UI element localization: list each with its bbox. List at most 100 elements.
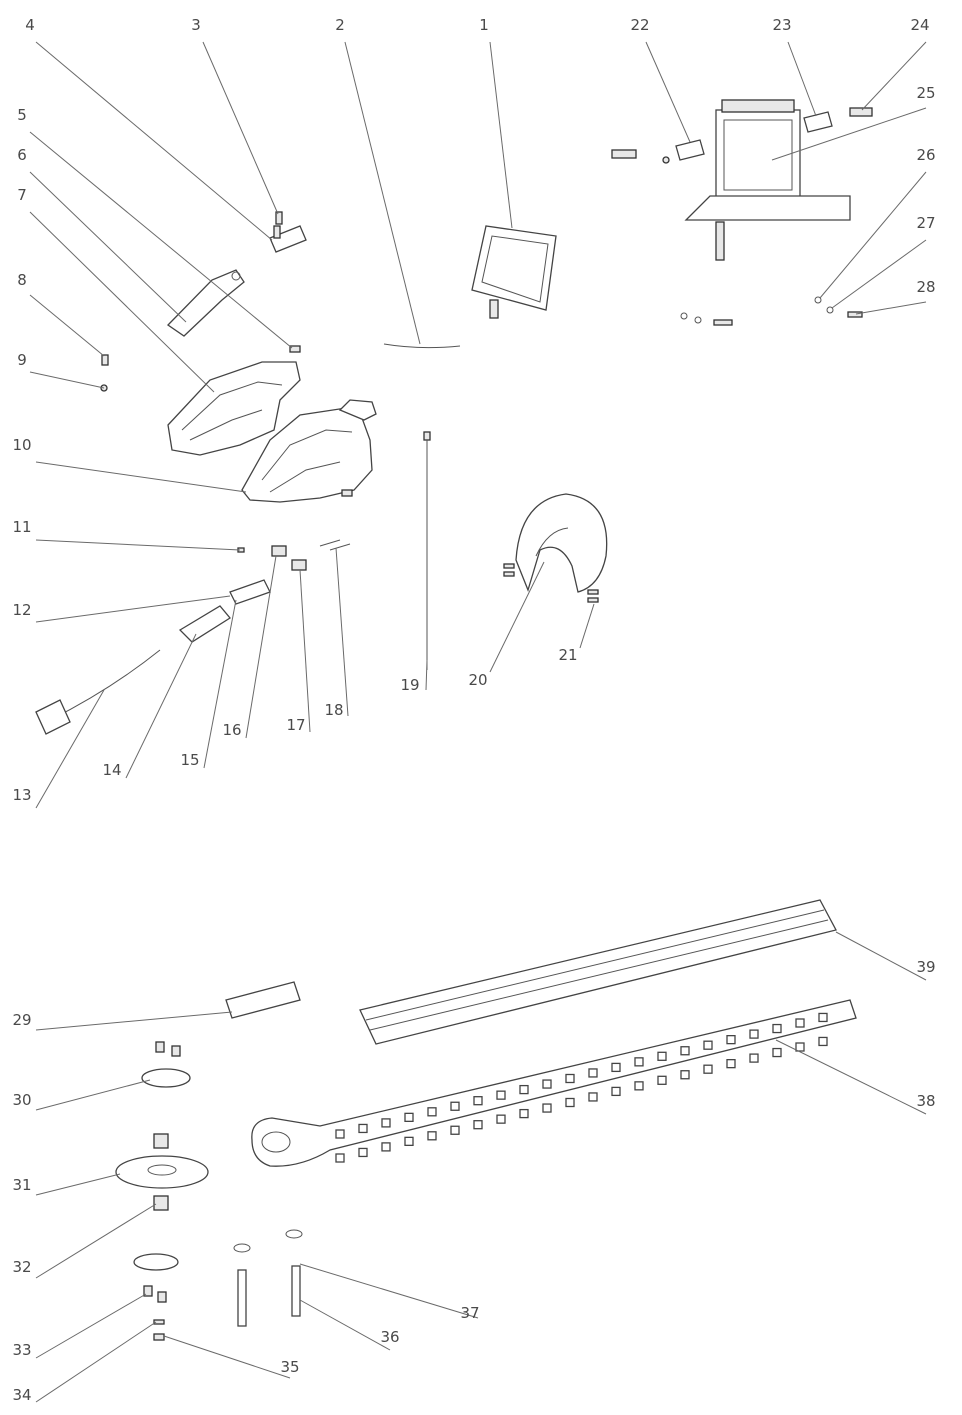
part-33-plate-screws bbox=[133, 1253, 179, 1303]
blade-tooth bbox=[519, 1084, 529, 1095]
part-28-screw bbox=[847, 311, 863, 318]
leader-line-14 bbox=[125, 633, 197, 779]
leader-line-32 bbox=[35, 1203, 157, 1279]
motor-small-fasteners bbox=[680, 312, 733, 326]
part-label-27: 27 bbox=[916, 214, 935, 232]
leader-line-29 bbox=[35, 1011, 233, 1031]
part-label-21: 21 bbox=[558, 646, 577, 664]
blade-tooth bbox=[565, 1097, 575, 1108]
leader-line-39 bbox=[835, 931, 927, 981]
part-34-35-fasteners bbox=[153, 1319, 165, 1341]
part-24-brush bbox=[849, 107, 873, 117]
leader-line-23 bbox=[787, 41, 817, 117]
blade-tooth bbox=[588, 1068, 598, 1078]
blade-tooth bbox=[703, 1064, 713, 1074]
blade-tooth bbox=[818, 1012, 828, 1023]
part-17-block bbox=[291, 559, 307, 571]
leader-line-24 bbox=[861, 41, 927, 111]
leader-line-21 bbox=[579, 603, 595, 649]
blade-tooth bbox=[358, 1147, 368, 1158]
part-label-17: 17 bbox=[286, 716, 305, 734]
blade-tooth bbox=[381, 1142, 391, 1152]
leader-line-36 bbox=[299, 1299, 391, 1351]
blade-tooth bbox=[726, 1059, 736, 1069]
leader-line-2 bbox=[344, 41, 421, 345]
part-27-washer bbox=[826, 306, 834, 314]
leader-line-22 bbox=[645, 41, 691, 143]
leader-line-15 bbox=[203, 599, 237, 769]
part-1-switch-frame bbox=[471, 225, 557, 319]
part-label-29: 29 bbox=[12, 1011, 31, 1029]
leader-line-31 bbox=[35, 1173, 121, 1196]
part-label-20: 20 bbox=[468, 671, 487, 689]
leader-line-11 bbox=[35, 539, 241, 551]
part-2-wire bbox=[383, 343, 461, 349]
part-label-24: 24 bbox=[910, 16, 929, 34]
leader-line-37 bbox=[299, 1263, 479, 1319]
part-38-blade bbox=[251, 999, 857, 1167]
part-label-35: 35 bbox=[280, 1358, 299, 1376]
leader-line-27 bbox=[831, 239, 927, 309]
part-23-brush-holder bbox=[803, 111, 833, 133]
part-label-38: 38 bbox=[916, 1092, 935, 1110]
part-label-6: 6 bbox=[17, 146, 27, 164]
part-18-plate bbox=[319, 539, 351, 551]
blade-tooth bbox=[680, 1070, 690, 1080]
part-label-28: 28 bbox=[916, 278, 935, 296]
leader-line-33 bbox=[35, 1293, 147, 1359]
blade-tooth bbox=[680, 1046, 690, 1056]
part-label-11: 11 bbox=[12, 518, 31, 536]
leader-line-9 bbox=[29, 371, 105, 389]
blade-teeth bbox=[335, 1012, 828, 1163]
blade-tooth bbox=[795, 1018, 805, 1028]
part-13-power-cord bbox=[35, 649, 161, 735]
blade-tooth bbox=[565, 1073, 575, 1084]
blade-tooth bbox=[588, 1092, 598, 1102]
part-label-9: 9 bbox=[17, 351, 27, 369]
part-label-36: 36 bbox=[380, 1328, 399, 1346]
part-14-sleeve bbox=[178, 605, 231, 643]
part-label-26: 26 bbox=[916, 146, 935, 164]
leader-line-12 bbox=[35, 595, 231, 623]
blade-tooth bbox=[772, 1047, 782, 1058]
part-21-screws bbox=[503, 563, 599, 603]
blade-tooth bbox=[703, 1040, 713, 1050]
blade-tooth bbox=[335, 1153, 345, 1163]
part-32-bushing bbox=[153, 1195, 169, 1211]
part-label-5: 5 bbox=[17, 106, 27, 124]
part-39-blade-guard bbox=[359, 899, 837, 1045]
part-22-brush-holder bbox=[611, 139, 705, 164]
part-label-3: 3 bbox=[191, 16, 201, 34]
blade-tooth bbox=[818, 1036, 828, 1047]
blade-tooth bbox=[657, 1075, 667, 1085]
part-label-33: 33 bbox=[12, 1341, 31, 1359]
part-16-block bbox=[271, 545, 287, 557]
part-8-screw bbox=[101, 354, 109, 366]
leader-line-25 bbox=[771, 107, 927, 161]
part-5-spring bbox=[289, 345, 301, 353]
leader-line-34 bbox=[35, 1321, 157, 1403]
leader-line-28 bbox=[855, 301, 927, 315]
blade-tooth bbox=[496, 1114, 506, 1124]
blade-tooth bbox=[427, 1131, 437, 1141]
blade-tooth bbox=[611, 1062, 621, 1073]
part-label-15: 15 bbox=[180, 751, 199, 769]
part-label-22: 22 bbox=[630, 16, 649, 34]
part-37-bolt bbox=[285, 1229, 303, 1317]
part-label-23: 23 bbox=[772, 16, 791, 34]
leader-line-19 bbox=[425, 659, 428, 691]
leader-line-7 bbox=[29, 211, 215, 393]
leader-line-3 bbox=[202, 41, 279, 215]
blade-tooth bbox=[519, 1108, 529, 1119]
part-label-16: 16 bbox=[222, 721, 241, 739]
part-label-19: 19 bbox=[400, 676, 419, 694]
blade-tooth bbox=[496, 1090, 506, 1100]
leader-line-8 bbox=[29, 294, 105, 357]
leader-line-4 bbox=[35, 41, 273, 241]
part-30-plate bbox=[141, 1041, 191, 1088]
part-label-39: 39 bbox=[916, 958, 935, 976]
leader-line-10 bbox=[35, 461, 247, 493]
leader-line-18 bbox=[335, 547, 349, 717]
